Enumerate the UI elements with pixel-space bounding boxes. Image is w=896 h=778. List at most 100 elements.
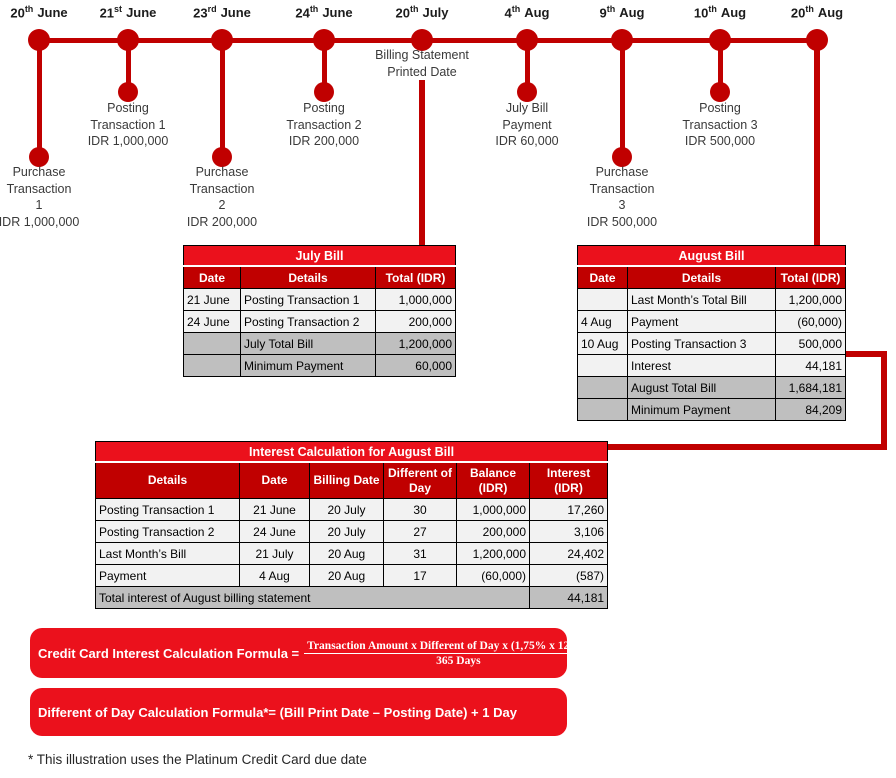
day-difference-formula-text: Different of Day Calculation Formula*= (… bbox=[38, 704, 517, 720]
event-dot bbox=[612, 147, 632, 167]
august-bill-stem-connector bbox=[814, 44, 820, 247]
table-cell: 1,200,000 bbox=[375, 332, 456, 355]
table-cell: Last Month’s Total Bill bbox=[627, 288, 776, 311]
table-cell: Payment bbox=[95, 564, 240, 587]
table-cell: 21 June bbox=[239, 498, 310, 521]
date-day: 20 bbox=[10, 5, 25, 21]
table-cell: 27 bbox=[383, 520, 457, 543]
event-label-line: Purchase bbox=[595, 165, 649, 179]
date-day: 24 bbox=[295, 5, 310, 21]
column-header: Details bbox=[95, 461, 240, 499]
table-cell bbox=[577, 354, 628, 377]
table-cell bbox=[183, 354, 241, 377]
table-cell bbox=[183, 332, 241, 355]
table-cell: 20 Aug bbox=[309, 564, 384, 587]
fraction-denominator: 365 Days bbox=[436, 654, 481, 667]
timeline-node-dot bbox=[211, 29, 233, 51]
table-cell: 60,000 bbox=[375, 354, 456, 377]
event-stem bbox=[37, 42, 42, 157]
timeline-node-dot bbox=[516, 29, 538, 51]
date-ordinal: th bbox=[511, 4, 521, 14]
column-header: Interest (IDR) bbox=[528, 461, 609, 499]
date-day: 10 bbox=[693, 5, 709, 21]
table-cell: Posting Transaction 1 bbox=[240, 288, 376, 311]
table-cell: 1,000,000 bbox=[456, 498, 530, 521]
interest-formula-label: Credit Card Interest Calculation Formula… bbox=[38, 645, 300, 661]
date-ordinal: th bbox=[309, 4, 319, 14]
date-month: Aug bbox=[720, 5, 747, 21]
table-cell: 24 June bbox=[183, 310, 241, 333]
event-label-line: Transaction 1 bbox=[90, 117, 166, 132]
date-month: Aug bbox=[524, 5, 550, 21]
table-cell: 200,000 bbox=[456, 520, 530, 543]
column-header: Total (IDR) bbox=[375, 265, 456, 289]
table-cell: 10 Aug bbox=[577, 332, 628, 355]
event-label-line: Posting bbox=[303, 101, 345, 115]
table-cell: 84,209 bbox=[774, 398, 847, 421]
footnote: * This illustration uses the Platinum Cr… bbox=[28, 752, 367, 767]
date-ordinal: th bbox=[409, 4, 419, 14]
date-ordinal: rd bbox=[207, 4, 217, 14]
event-label-line: IDR 1,000,000 bbox=[87, 134, 169, 148]
timeline-node-dot bbox=[117, 29, 139, 51]
table-cell: 21 June bbox=[183, 288, 241, 311]
column-header: Different of Day bbox=[383, 461, 457, 499]
table-total-row: Total interest of August billing stateme… bbox=[95, 586, 609, 609]
event-label-line: IDR 60,000 bbox=[495, 134, 559, 148]
table-cell: 30 bbox=[383, 498, 457, 521]
interest-formula-box: Credit Card Interest Calculation Formula… bbox=[30, 628, 613, 678]
timeline-node-dot bbox=[709, 29, 731, 51]
event-label-line: Payment bbox=[502, 117, 552, 132]
date-ordinal: th bbox=[24, 4, 34, 14]
table-title-row: July Bill bbox=[183, 245, 456, 267]
event-label-line: Transaction bbox=[189, 181, 255, 196]
table-title-row: August Bill bbox=[576, 245, 847, 267]
column-header: Total (IDR) bbox=[774, 265, 847, 289]
event-stem bbox=[322, 42, 327, 92]
total-label: Total interest of August billing stateme… bbox=[95, 586, 530, 609]
table-cell: Posting Transaction 2 bbox=[240, 310, 376, 333]
table-cell: August Total Bill bbox=[627, 376, 776, 399]
event-label-line: Billing Statement bbox=[375, 48, 469, 62]
date-month: June bbox=[220, 5, 251, 21]
table-title: August Bill bbox=[576, 245, 847, 267]
column-header: Details bbox=[627, 265, 776, 289]
date-month: Aug bbox=[817, 5, 844, 21]
event-label-line: Printed Date bbox=[387, 64, 457, 79]
table-cell: 1,200,000 bbox=[774, 288, 847, 311]
date-month: Aug bbox=[619, 5, 645, 21]
table-cell: Posting Transaction 2 bbox=[95, 520, 240, 543]
date-month: June bbox=[126, 5, 157, 21]
event-stem bbox=[126, 42, 131, 92]
table-cell: Posting Transaction 3 bbox=[627, 332, 776, 355]
event-label-line: IDR 500,000 bbox=[586, 214, 658, 229]
table-cell: (587) bbox=[528, 564, 609, 587]
event-label-line: Purchase bbox=[195, 165, 249, 179]
column-header: Balance (IDR) bbox=[456, 461, 530, 499]
event-dot bbox=[710, 82, 730, 102]
table-cell: 500,000 bbox=[774, 332, 847, 355]
column-header: Date bbox=[239, 461, 310, 499]
event-label-line: Purchase bbox=[12, 165, 66, 179]
event-label-line: Transaction 2 bbox=[286, 117, 362, 132]
table-cell: Minimum Payment bbox=[240, 354, 376, 377]
